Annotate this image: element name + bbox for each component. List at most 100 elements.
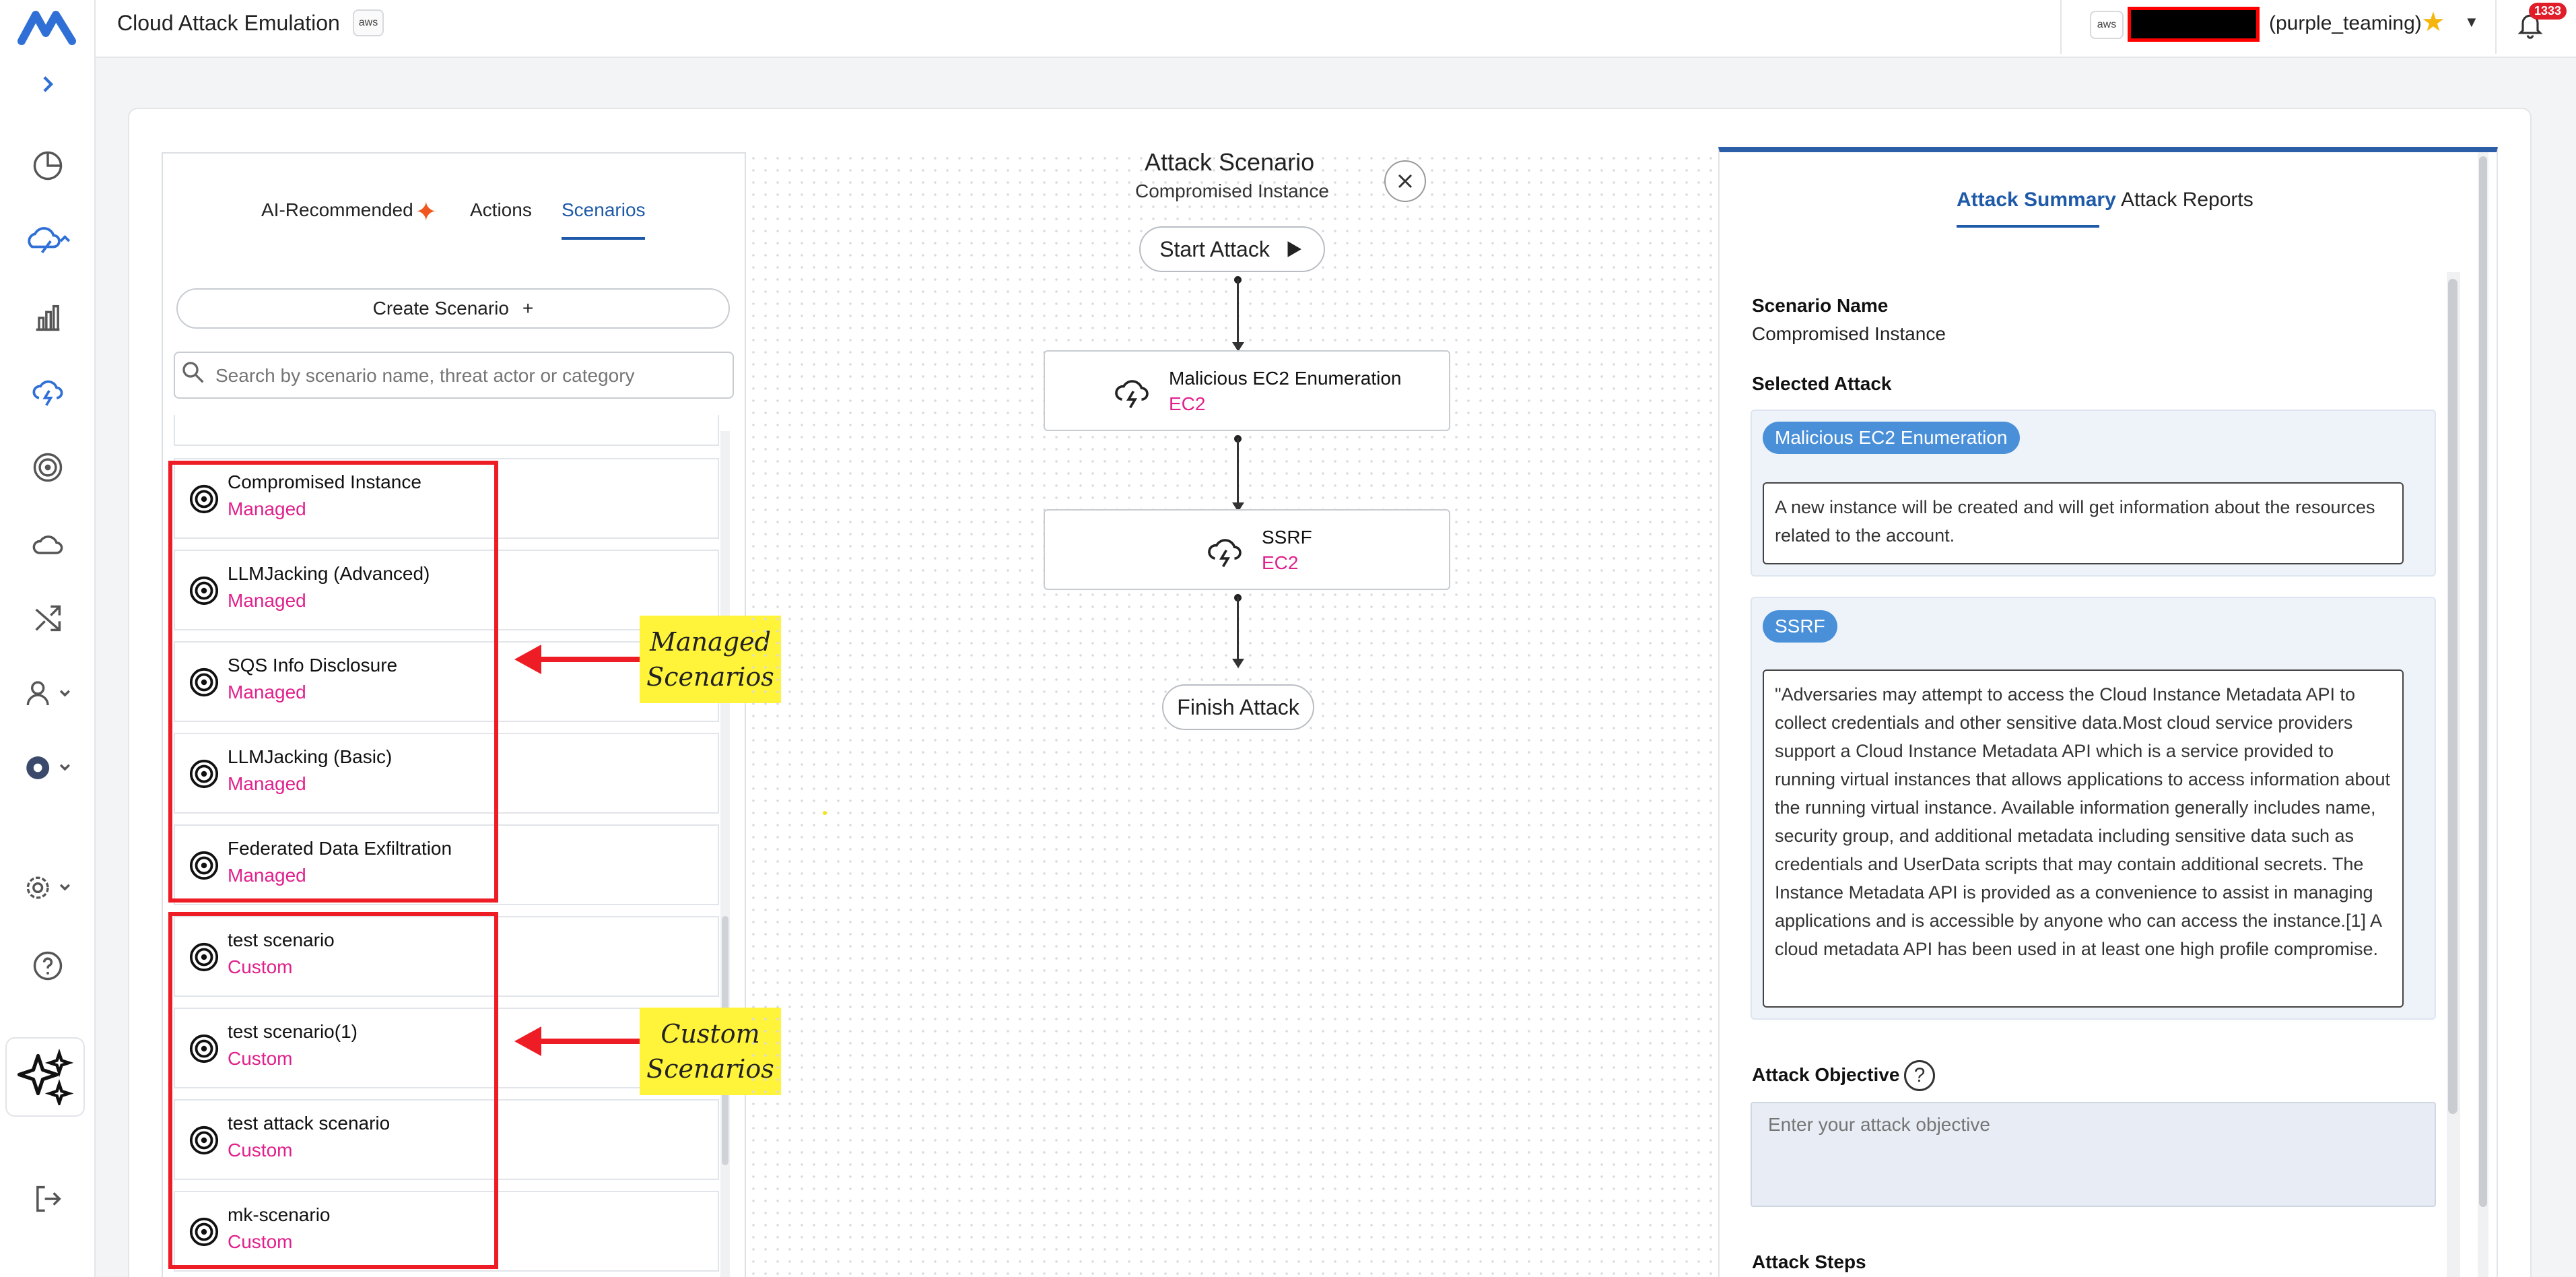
canvas-dot [823, 811, 827, 815]
attack-chip[interactable]: SSRF [1763, 610, 1837, 643]
attack-description: "Adversaries may attempt to access the C… [1763, 669, 2404, 1008]
target-icon [189, 759, 219, 789]
managed-arrow [539, 657, 640, 662]
nav-targets[interactable] [0, 440, 96, 494]
node-service: EC2 [1262, 552, 1299, 573]
cloud-lightning-icon [1208, 539, 1242, 568]
notification-count-badge: 1333 [2529, 3, 2567, 20]
finish-attack-button[interactable]: Finish Attack [1162, 684, 1314, 730]
target-icon [189, 576, 219, 605]
favorite-star-icon[interactable]: ★ [2421, 7, 2445, 37]
note-line: Custom [660, 1019, 760, 1049]
node-name: SSRF [1262, 527, 1312, 548]
nav-cloud[interactable] [0, 517, 96, 571]
flow-node-attack[interactable]: Malicious EC2 Enumeration EC2 [1044, 350, 1450, 431]
tab-ai-recommended[interactable]: AI-Recommended [261, 199, 413, 220]
nav-cloud-attacks[interactable] [0, 364, 96, 418]
nav-users[interactable] [0, 667, 96, 721]
close-icon [1398, 174, 1413, 189]
connector-line [1237, 438, 1239, 505]
scenario-list-item[interactable]: test scenario(1) Custom [174, 1008, 719, 1088]
scenario-name-value: Compromised Instance [1752, 323, 1946, 344]
pie-chart-icon [33, 151, 63, 181]
nav-attack-emulation[interactable] [0, 214, 96, 268]
create-scenario-button[interactable]: Create Scenario + [176, 288, 730, 329]
search-input[interactable] [215, 362, 714, 389]
gear-icon [26, 876, 70, 899]
target-icon [189, 484, 219, 514]
nav-reports[interactable] [0, 291, 96, 345]
helm-icon [26, 756, 70, 779]
nav-help[interactable] [0, 939, 96, 993]
flow-node-attack[interactable]: SSRF EC2 [1044, 509, 1450, 590]
managed-arrow-head [514, 645, 541, 674]
nav-settings[interactable] [0, 861, 96, 915]
nav-shuffle[interactable] [0, 591, 96, 645]
close-button[interactable] [1384, 160, 1426, 202]
scenario-list-item[interactable]: LLMJacking (Advanced)Managed [174, 550, 719, 630]
node-name: Malicious EC2 Enumeration [1169, 368, 1402, 389]
scenario-name: test attack scenario [228, 1113, 391, 1134]
scenario-list-item[interactable]: LLMJacking (Basic)Managed [174, 733, 719, 814]
scenario-name-label: Scenario Name [1752, 295, 1889, 316]
connector-line [1237, 279, 1239, 345]
nav-kubernetes[interactable] [0, 741, 96, 795]
active-tab-indicator [1957, 225, 2099, 228]
account-dropdown-icon[interactable]: ▼ [2464, 13, 2479, 30]
selected-attack-label: Selected Attack [1752, 373, 1892, 394]
scenario-type: Managed [228, 773, 306, 794]
scenario-type: Custom [228, 1140, 293, 1160]
scenario-name: Federated Data Exfiltration [228, 838, 452, 859]
attack-objective-label: Attack Objective [1752, 1064, 1900, 1085]
ai-sparkle-icon: ✦ [415, 197, 438, 227]
ai-assistant-button[interactable] [5, 1037, 85, 1117]
tab-actions[interactable]: Actions [470, 199, 532, 220]
start-attack-label: Start Attack [1159, 236, 1270, 261]
bar-chart-icon [36, 304, 60, 331]
attack-description: A new instance will be created and will … [1763, 482, 2404, 564]
cloud-lightning-icon [32, 380, 63, 406]
chevron-right-icon [43, 76, 54, 92]
scenario-type: Custom [228, 1048, 293, 1069]
scenario-type: Managed [228, 682, 306, 702]
panel-scrollbar-thumb[interactable] [2448, 279, 2458, 1114]
expand-nav-button[interactable] [0, 61, 96, 108]
custom-highlight-box [168, 912, 498, 1269]
attack-chip[interactable]: Malicious EC2 Enumeration [1763, 422, 2020, 454]
tab-attack-reports[interactable]: Attack Reports [2121, 189, 2253, 211]
scenario-type: Managed [228, 865, 306, 886]
attack-card: Malicious EC2 Enumeration A new instance… [1751, 410, 2436, 577]
tab-scenarios[interactable]: Scenarios [562, 199, 646, 220]
managed-highlight-box [168, 461, 498, 903]
brand-logo[interactable] [0, 0, 96, 54]
cloud-icon [32, 535, 63, 554]
play-icon [1287, 241, 1301, 257]
attack-steps-label: Attack Steps [1752, 1251, 1866, 1272]
connector-line [1237, 597, 1239, 660]
scenario-name: test scenario [228, 929, 335, 950]
account-name[interactable]: (purple_teaming) [2269, 12, 2422, 34]
connector-arrow [1232, 659, 1244, 668]
scenario-type: Custom [228, 956, 293, 977]
tab-attack-summary[interactable]: Attack Summary [1957, 189, 2116, 211]
start-attack-button[interactable]: Start Attack [1139, 226, 1325, 272]
scenario-name: mk-scenario [228, 1204, 331, 1225]
divider [2495, 0, 2497, 54]
help-icon [33, 951, 63, 981]
cloud-lightning-icon [1115, 380, 1149, 409]
help-icon[interactable]: ? [1904, 1060, 1935, 1091]
cloud-attack-icon [28, 227, 71, 254]
outer-scrollbar-thumb[interactable] [2479, 156, 2487, 1207]
nav-logout[interactable] [0, 1172, 96, 1226]
plus-icon: + [522, 298, 534, 319]
scenario-name: test scenario(1) [228, 1021, 358, 1042]
attack-objective-input[interactable] [1751, 1102, 2436, 1207]
nav-dashboard[interactable] [0, 139, 96, 193]
logout-icon [36, 1185, 61, 1212]
